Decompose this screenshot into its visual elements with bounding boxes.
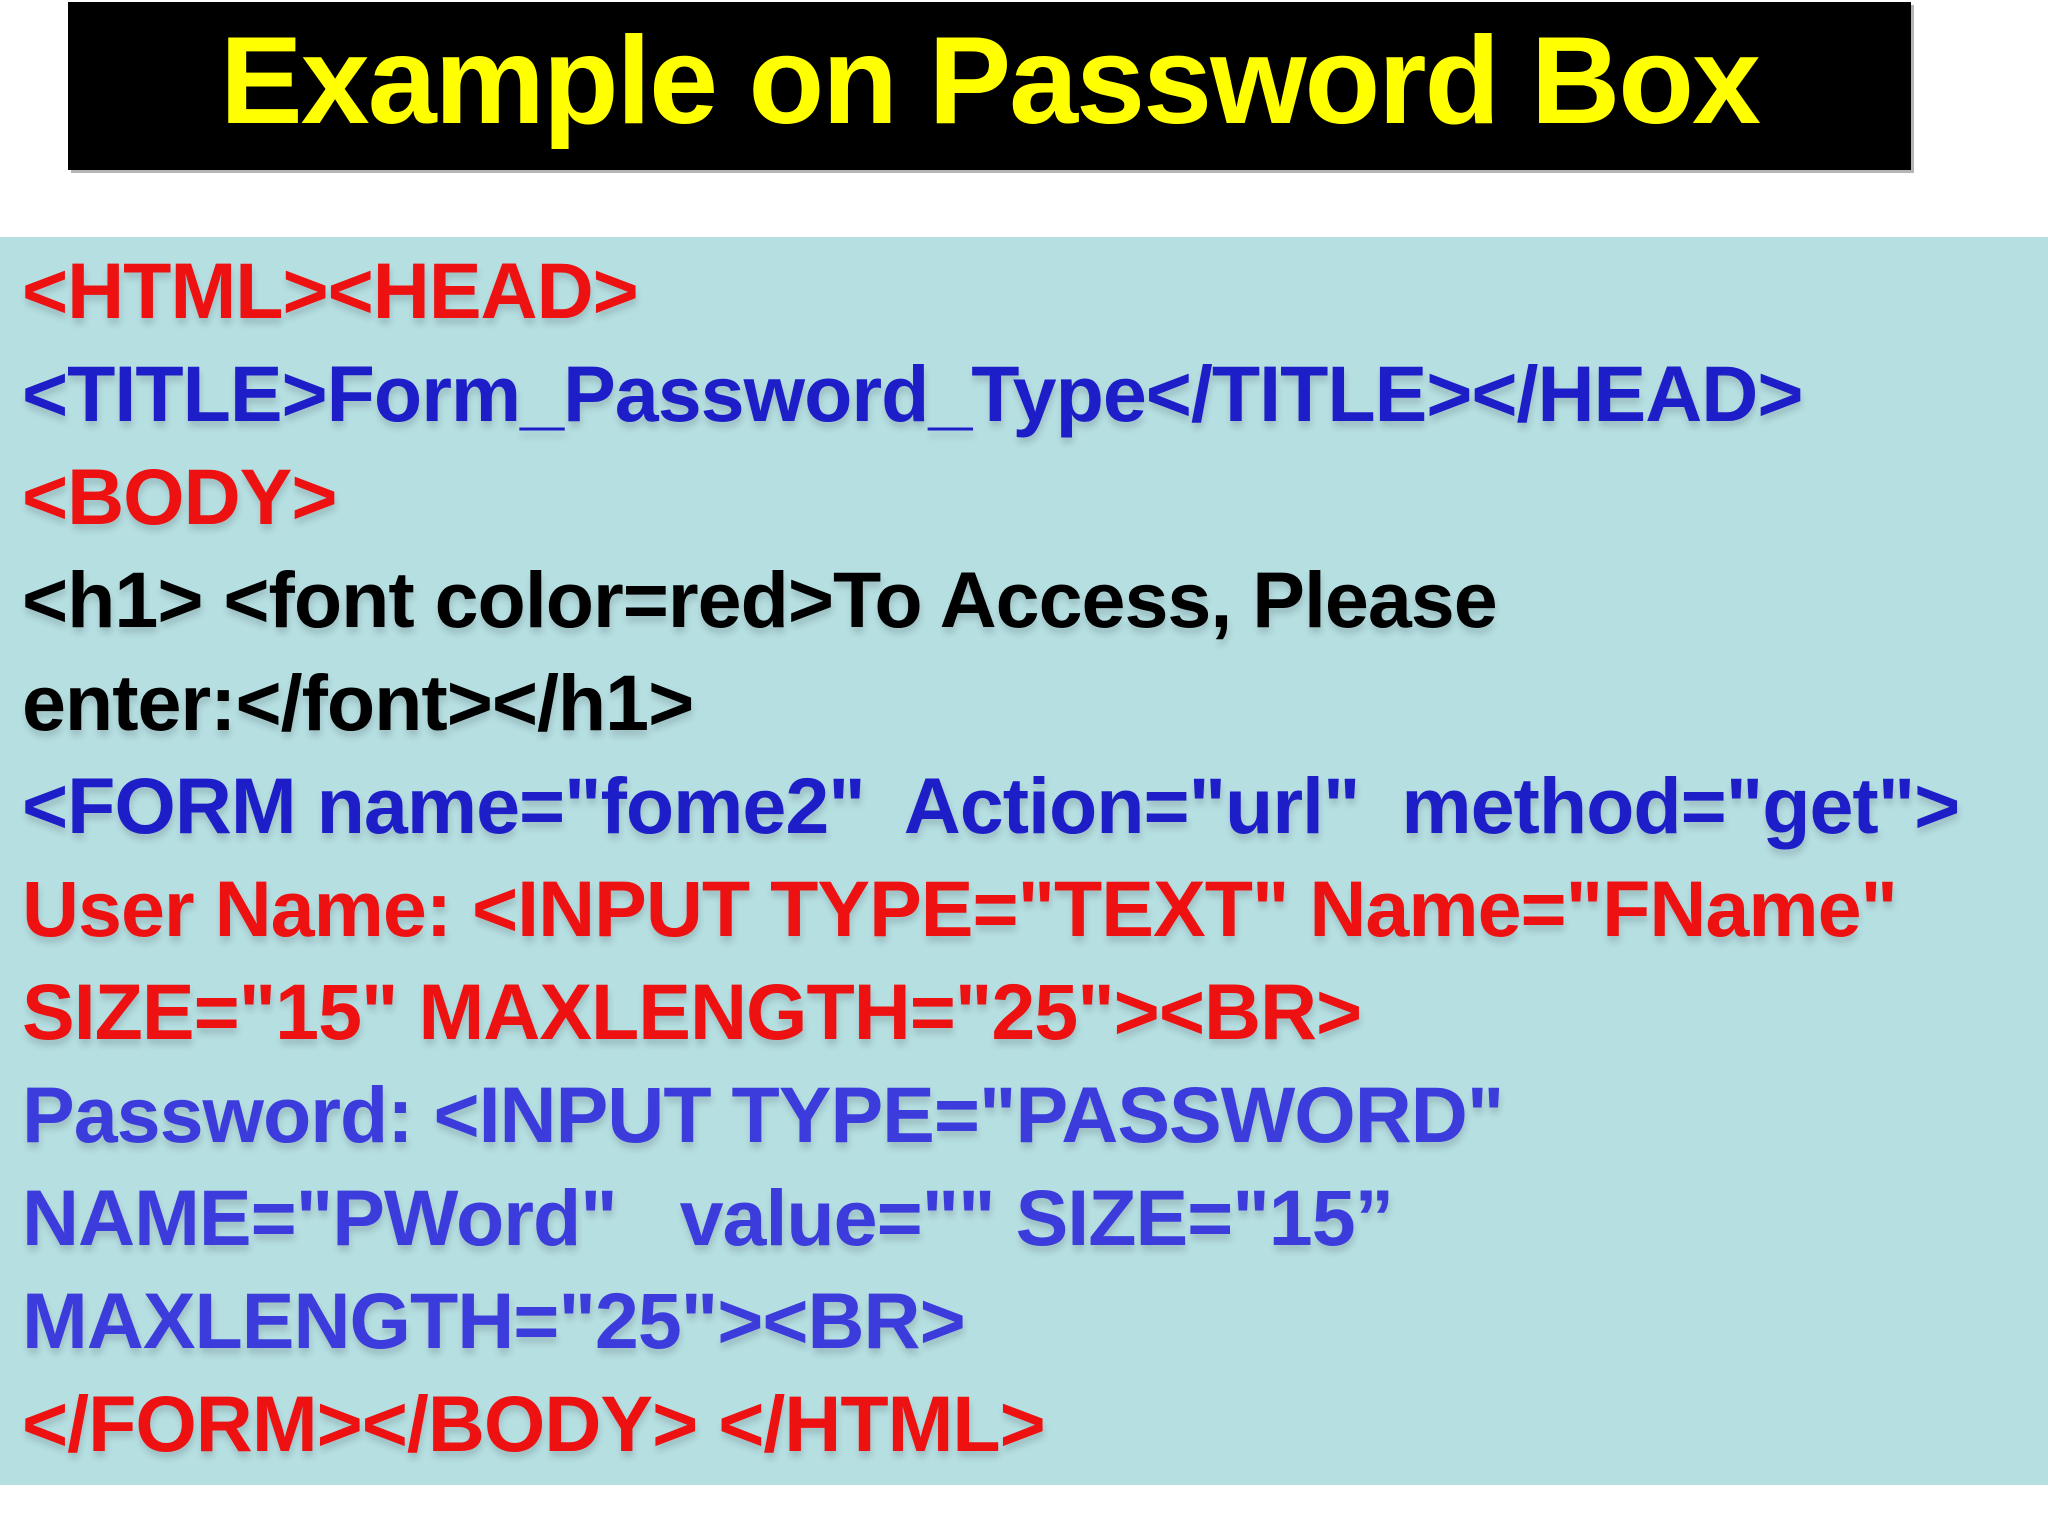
code-line: SIZE="15" MAXLENGTH="25"><BR> <box>22 967 1362 1056</box>
code-panel: <HTML><HEAD> <TITLE>Form_Password_Type</T… <box>0 237 2048 1485</box>
code-line: <HTML><HEAD> <box>22 246 639 335</box>
code-line: NAME="PWord" value="" SIZE="15” <box>22 1173 1394 1262</box>
code-line: <BODY> <box>22 452 338 541</box>
code-line: User Name: <INPUT TYPE="TEXT" Name="FNam… <box>22 864 1898 953</box>
code-line: </FORM></BODY> </HTML> <box>22 1379 1046 1468</box>
code-line: enter:</font></h1> <box>22 658 694 747</box>
code-line: Password: <INPUT TYPE="PASSWORD" <box>22 1070 1504 1159</box>
code-line: <FORM name="fome2" Action="url" method="… <box>22 761 1960 850</box>
slide-title: Example on Password Box <box>220 12 1761 150</box>
code-line: MAXLENGTH="25"><BR> <box>22 1276 966 1365</box>
code-line: <h1> <font color=red>To Access, Please <box>22 555 1498 644</box>
code-line: <TITLE>Form_Password_Type</TITLE></HEAD> <box>22 349 1803 438</box>
slide-title-bar: Example on Password Box <box>68 2 1911 170</box>
